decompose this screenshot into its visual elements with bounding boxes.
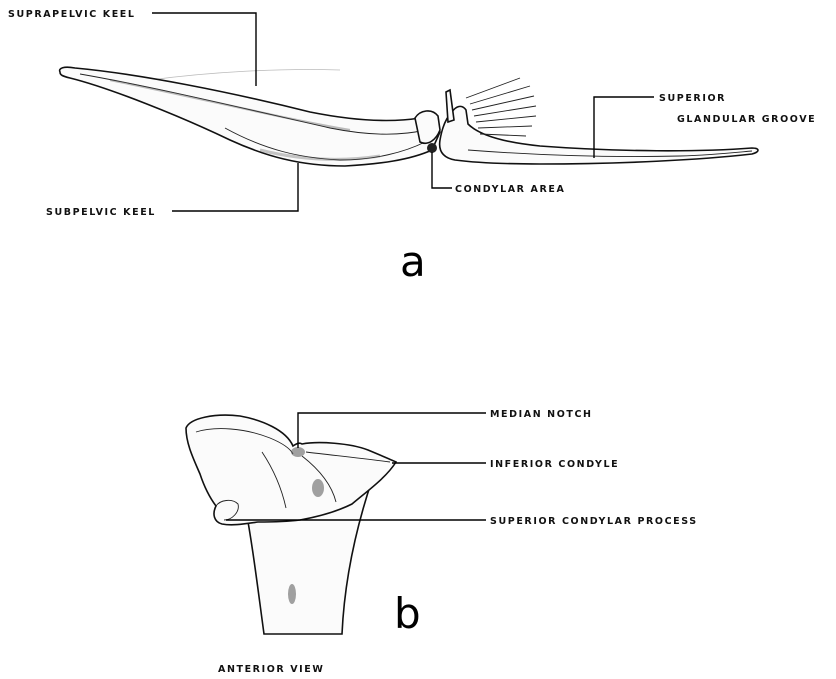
leader-subpelvic [172, 163, 298, 211]
label-suprapelvic-keel: SUPRAPELVIC KEEL [8, 9, 136, 20]
label-anterior-view: ANTERIOR VIEW [218, 664, 324, 675]
shaft-shading [288, 584, 296, 604]
panel-b: MEDIAN NOTCH INFERIOR CONDYLE SUPERIOR C… [186, 409, 698, 675]
label-subpelvic-keel: SUBPELVIC KEEL [46, 207, 156, 218]
panel-a: SUPRAPELVIC KEEL SUBPELVIC KEEL CONDYLAR… [8, 9, 816, 286]
bone-head [186, 415, 396, 525]
label-superior-condylar-process: SUPERIOR CONDYLAR PROCESS [490, 516, 698, 527]
label-glandular-groove: GLANDULAR GROOVE [677, 114, 816, 125]
head-shading-center [312, 479, 324, 497]
fin-rays [466, 78, 536, 136]
panel-letter-a: a [400, 237, 426, 286]
label-inferior-condyle: INFERIOR CONDYLE [490, 459, 619, 470]
head-shading-notch [291, 447, 305, 457]
dorsal-spine [446, 90, 454, 122]
label-median-notch: MEDIAN NOTCH [490, 409, 593, 420]
label-condylar-area: CONDYLAR AREA [455, 184, 565, 195]
panel-letter-b: b [394, 589, 421, 638]
leader-suprapelvic [152, 13, 256, 86]
label-superior: SUPERIOR [659, 93, 726, 104]
condyle-dark-spot [427, 143, 437, 153]
suprapelvic-keel-outline [150, 69, 340, 80]
